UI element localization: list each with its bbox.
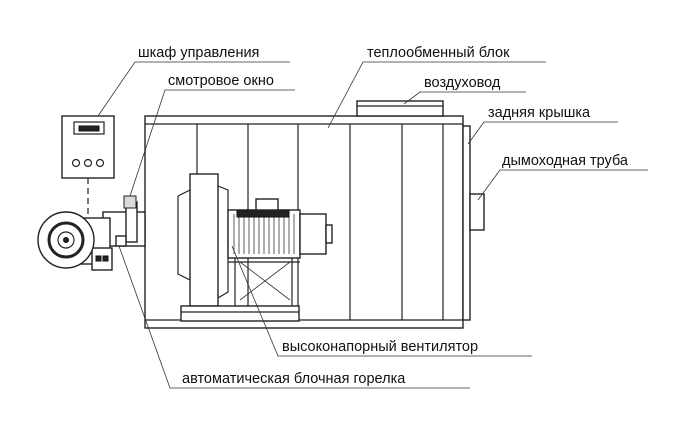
label-heat-exchanger: теплообменный блок bbox=[367, 45, 510, 61]
label-air-duct: воздуховод bbox=[424, 75, 501, 91]
chimney-pipe bbox=[469, 193, 485, 231]
leader-lines bbox=[97, 61, 648, 389]
high-pressure-fan bbox=[177, 173, 333, 322]
rear-cover bbox=[462, 125, 471, 321]
air-duct bbox=[356, 100, 444, 117]
label-chimney: дымоходная труба bbox=[502, 153, 629, 169]
burner bbox=[37, 195, 146, 271]
control-cabinet bbox=[61, 115, 115, 214]
label-sight-window: смотровое окно bbox=[168, 73, 274, 89]
label-control-cabinet: шкаф управления bbox=[138, 45, 259, 61]
label-burner: автоматическая блочная горелка bbox=[182, 371, 406, 387]
label-fan: высоконапорный вентилятор bbox=[282, 339, 478, 355]
label-rear-cover: задняя крышка bbox=[488, 105, 591, 121]
